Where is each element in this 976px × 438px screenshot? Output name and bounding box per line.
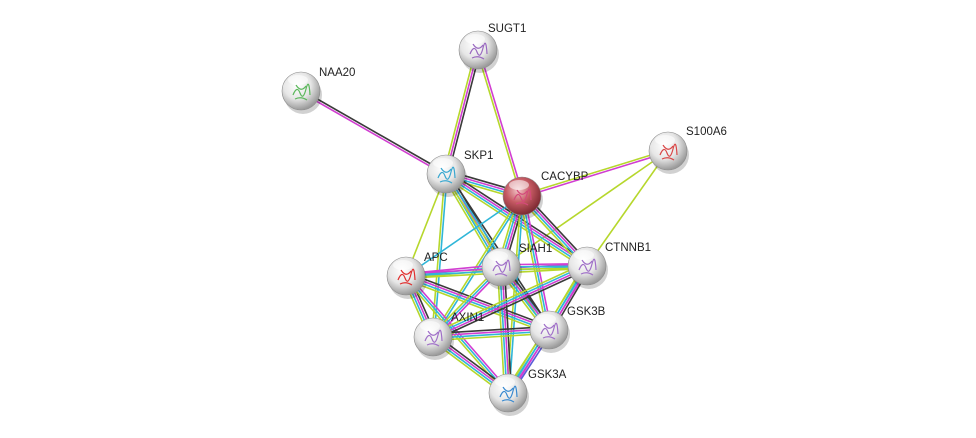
edge-line-experiments — [432, 328, 549, 337]
edge-line-coexpression — [434, 268, 589, 341]
protein-structure-icon — [397, 268, 416, 286]
edge-line-databases — [433, 330, 550, 339]
node-highlight — [536, 314, 556, 324]
protein-structure-icon — [469, 42, 488, 60]
node-label: NAA20 — [319, 67, 355, 79]
edge-line-experiments — [406, 274, 550, 330]
protein-structure-icon — [437, 166, 456, 184]
node-s100a6[interactable]: S100A6 — [648, 126, 727, 174]
edge-line-experiments — [445, 49, 479, 175]
node-highlight — [420, 321, 440, 331]
edge-line-experiments — [300, 91, 446, 176]
node-highlight — [574, 250, 594, 260]
node-axin1[interactable]: AXIN1 — [413, 312, 484, 360]
edge-cacybp-gsk3b[interactable] — [518, 195, 553, 331]
node-label: S100A6 — [686, 126, 727, 138]
node-label: SUGT1 — [488, 23, 526, 35]
edge-line-coexpression — [432, 325, 549, 335]
edge-cacybp-apc[interactable] — [405, 195, 523, 277]
edge-line-experiments — [478, 49, 524, 196]
node-label: GSK3B — [567, 306, 606, 318]
protein-structure-icon — [424, 329, 443, 347]
node-siah1[interactable]: SIAH1 — [481, 243, 552, 290]
protein-structure-icon — [513, 188, 532, 206]
edge-line-textmining — [476, 50, 522, 197]
node-label: SIAH1 — [519, 243, 552, 255]
edge-line-experiments — [407, 273, 511, 393]
edge-s100a6-cacybp[interactable] — [521, 149, 669, 198]
edge-line-coexpression — [406, 272, 551, 328]
edge-line-experiments — [433, 266, 588, 339]
node-skp1[interactable]: SKP1 — [426, 150, 493, 197]
protein-structure-icon — [499, 385, 518, 403]
edge-line-databases — [432, 264, 587, 337]
node-label: APC — [424, 252, 448, 264]
edge-s100a6-siah1[interactable] — [500, 150, 669, 268]
edges-layer — [300, 49, 669, 397]
edge-s100a6-ctnnb1[interactable] — [586, 150, 669, 267]
node-apc[interactable]: APC — [386, 252, 448, 299]
edge-line-textmining — [521, 149, 668, 196]
node-naa20[interactable]: NAA20 — [281, 67, 355, 114]
node-label: SKP1 — [464, 150, 493, 162]
node-highlight — [655, 135, 675, 145]
node-highlight — [488, 251, 508, 261]
node-label: GSK3A — [528, 369, 567, 381]
node-cacybp[interactable]: CACYBP — [502, 171, 589, 219]
edge-line-databases — [521, 195, 550, 331]
edge-line-textmining — [433, 332, 550, 342]
edge-line-databases — [405, 195, 523, 277]
node-highlight — [288, 75, 308, 85]
node-gsk3b[interactable]: GSK3B — [529, 306, 606, 353]
edge-sugt1-cacybp[interactable] — [476, 49, 524, 197]
node-highlight — [495, 377, 515, 387]
edge-line-textmining — [404, 278, 549, 334]
edge-naa20-skp1[interactable] — [300, 89, 447, 176]
protein-structure-icon — [492, 259, 511, 277]
edge-line-textmining — [431, 262, 586, 335]
edge-ctnnb1-axin1[interactable] — [431, 262, 589, 341]
node-label: CACYBP — [541, 171, 589, 183]
node-label: CTNNB1 — [605, 242, 651, 254]
node-sugt1[interactable]: SUGT1 — [458, 23, 526, 73]
protein-structure-icon — [659, 143, 678, 161]
protein-structure-icon — [578, 258, 597, 276]
edge-line-textmining — [431, 194, 522, 337]
node-highlight — [393, 260, 413, 270]
protein-structure-icon — [540, 322, 559, 340]
edge-line-textmining — [518, 196, 548, 331]
protein-structure-icon — [292, 83, 311, 101]
node-gsk3a[interactable]: GSK3A — [488, 369, 567, 416]
node-highlight — [509, 180, 529, 190]
edge-sugt1-skp1[interactable] — [442, 49, 482, 175]
node-highlight — [433, 158, 453, 168]
edge-line-textmining — [442, 49, 477, 174]
edge-line-textmining — [586, 150, 669, 267]
edge-line-experiments — [522, 151, 669, 198]
node-label: AXIN1 — [451, 312, 484, 324]
edge-line-databases — [405, 276, 549, 332]
edge-apc-gsk3b[interactable] — [404, 272, 551, 334]
edge-axin1-gsk3b[interactable] — [432, 325, 550, 342]
edge-line-textmining — [431, 173, 446, 337]
edge-line-experiments — [523, 195, 553, 330]
node-ctnnb1[interactable]: CTNNB1 — [567, 242, 651, 289]
node-highlight — [465, 34, 485, 44]
edge-line-coexpression — [447, 50, 482, 175]
edge-line-textmining — [500, 150, 669, 268]
edge-line-coexpression — [301, 89, 447, 174]
